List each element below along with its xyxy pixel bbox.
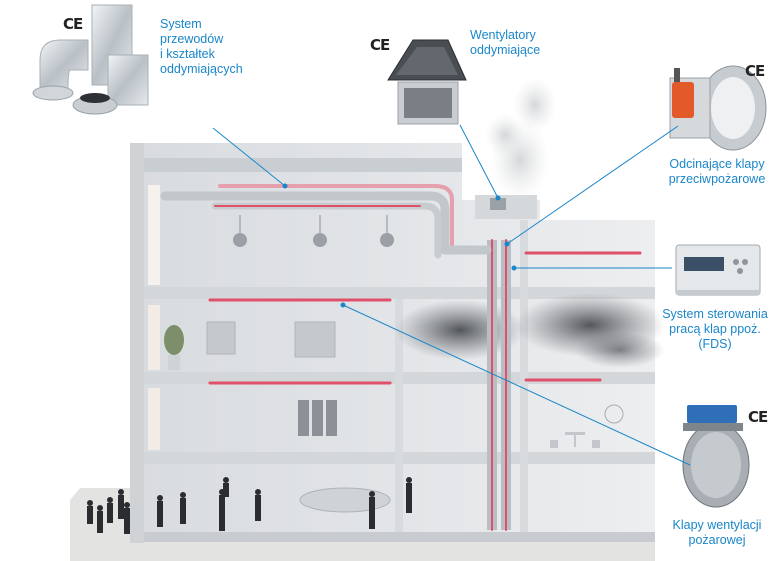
potted-plant xyxy=(164,325,184,370)
plaza-floor xyxy=(70,488,655,561)
chairs-table xyxy=(550,432,600,448)
wall-clock-disc xyxy=(604,404,624,424)
label-cutoff-dampers: Odcinające klapy przeciwpożarowe xyxy=(668,157,766,186)
pendant-lamps xyxy=(233,215,394,247)
vending-machines xyxy=(298,400,337,436)
slab-roof xyxy=(144,158,462,172)
wall-grille-2 xyxy=(294,321,336,358)
duct-network xyxy=(160,184,642,531)
leader-line-ducts xyxy=(212,127,286,187)
leader-line-cutoff-dampers xyxy=(506,125,679,245)
building-left-wall xyxy=(130,143,144,543)
ce-mark-smoke-dampers: CE xyxy=(748,408,768,426)
leader-line-smoke-dampers xyxy=(342,304,691,466)
ce-mark-cutoff-dampers: CE xyxy=(745,62,765,80)
leader-lines xyxy=(212,124,691,466)
ce-mark-fans: CE xyxy=(370,36,390,54)
smoke-damper-icon xyxy=(682,405,750,508)
fire-damper-icon xyxy=(669,65,767,151)
control-module-icon xyxy=(675,244,761,296)
label-smoke-dampers: Klapy wentylacji pożarowej xyxy=(672,518,762,547)
window-left-mid xyxy=(148,305,160,370)
roof-fan-icon xyxy=(387,39,467,125)
rooftop-vent xyxy=(490,198,506,210)
wall-right xyxy=(520,220,528,532)
smoke-cloud-roof xyxy=(485,77,557,200)
label-ducts: System przewodów i kształtek oddymiający… xyxy=(160,17,243,76)
building xyxy=(130,143,655,543)
people-crowd xyxy=(87,477,412,534)
ce-mark-ducts: CE xyxy=(63,15,83,33)
leader-line-fans xyxy=(459,124,499,199)
label-fans: Wentylatory oddymiające xyxy=(470,28,541,57)
window-left-top xyxy=(148,185,160,285)
wall-grille-1 xyxy=(206,321,236,355)
label-fds: System sterowania pracą klap ppoż. (FDS) xyxy=(662,307,768,351)
slab-ground xyxy=(144,532,655,542)
round-bench xyxy=(299,487,391,513)
duct-fittings-icon xyxy=(32,4,149,115)
window-left-low xyxy=(148,388,160,450)
wall-mid xyxy=(395,299,403,532)
